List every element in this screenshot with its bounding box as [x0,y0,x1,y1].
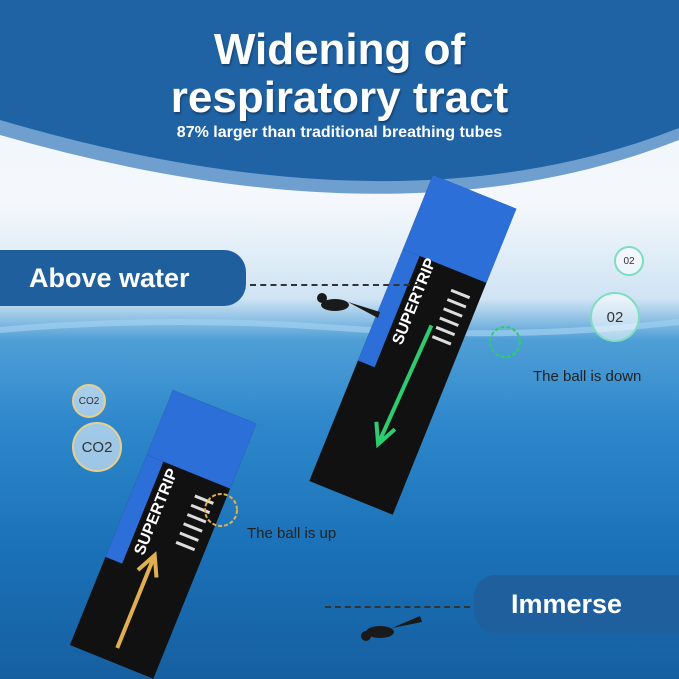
o2-bubble: 02 [590,292,640,342]
snorkel-tube-immersed: SUPERTRIP [69,390,257,679]
ball-up-label: The ball is up [247,525,337,542]
above-water-badge: Above water [0,250,246,306]
o2-arrow [374,324,434,449]
ball-down-highlight [489,326,521,358]
subtitle: 87% larger than traditional breathing tu… [176,124,503,141]
ball-down-label: The ball is down [533,368,642,385]
water-line [0,318,679,337]
co2-arrow [115,551,159,649]
diver-silhouette [361,616,422,641]
ball-up-highlight [204,493,238,527]
snorkel-tube-above: SUPERTRIP [309,175,517,515]
o2-bubble: 02 [614,246,644,276]
diver-silhouette [317,293,380,318]
title-line-2: respiratory tract [170,73,509,122]
co2-bubble: CO2 [72,384,106,418]
immerse-badge: Immerse [474,575,679,633]
title-line-1: Widening of [213,25,466,74]
dashed-pointer [250,284,420,286]
co2-bubble: CO2 [72,422,122,472]
dashed-pointer [325,606,470,608]
